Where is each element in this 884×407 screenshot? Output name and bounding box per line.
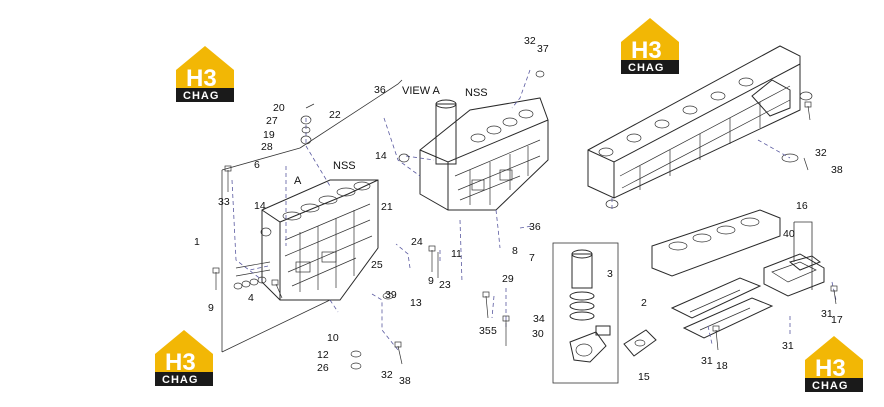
callout-31-a: 31 — [701, 355, 713, 367]
callout-9-mid: 9 — [428, 275, 434, 287]
brand-logo-bottom-left: H3 CHAG — [155, 330, 213, 386]
brand-logo-top-left: H3 CHAG — [176, 46, 234, 102]
logo-h3-text: H3 — [165, 349, 196, 376]
callout-33: 33 — [218, 196, 230, 208]
callout-39: 39 — [385, 289, 397, 301]
callout-31-b: 31 — [821, 308, 833, 320]
cylinder-head — [587, 45, 813, 209]
callout-28: 28 — [261, 141, 273, 153]
lower-block-and-gaskets — [651, 209, 825, 339]
callout-9-left: 9 — [208, 302, 214, 314]
callout-24: 24 — [411, 236, 423, 248]
callout-5: 5 — [491, 325, 497, 337]
brand-logo-top-right: H3 CHAG — [621, 18, 679, 74]
logo-h3-text: H3 — [186, 65, 217, 92]
callout-31-c: 31 — [782, 340, 794, 352]
cover-plate-15 — [623, 329, 657, 357]
logo-chag-text: CHAG — [812, 380, 848, 392]
callout-16: 16 — [796, 200, 808, 212]
callout-14-left: 14 — [254, 200, 266, 212]
callout-35: 35 — [479, 325, 491, 337]
logo-chag-text: CHAG — [628, 62, 664, 74]
callout-32-top: 32 — [524, 35, 536, 47]
callout-17: 17 — [831, 314, 843, 326]
callout-6: 6 — [254, 159, 260, 171]
callout-4: 4 — [248, 292, 254, 304]
cylinder-block-view-a — [419, 97, 549, 211]
brand-logo-bottom-right: H3 CHAG — [805, 336, 863, 392]
callout-12: 12 — [317, 349, 329, 361]
callout-8: 8 — [512, 245, 518, 257]
callout-14-mid: 14 — [375, 150, 387, 162]
callout-7: 7 — [529, 252, 535, 264]
nss-label-top: NSS — [465, 87, 488, 99]
callout-34: 34 — [533, 313, 545, 325]
callout-25: 25 — [371, 259, 383, 271]
callout-15: 15 — [638, 371, 650, 383]
bolts-and-screws — [212, 70, 838, 370]
callout-21: 21 — [381, 201, 393, 213]
callout-30: 30 — [532, 328, 544, 340]
nss-label-mid: NSS — [333, 160, 356, 172]
callout-13: 13 — [410, 297, 422, 309]
callout-11: 11 — [451, 248, 462, 260]
callout-32-bottom: 32 — [381, 369, 393, 381]
logo-h3-text: H3 — [631, 37, 662, 64]
logo-chag-text: CHAG — [162, 374, 198, 386]
callout-2: 2 — [641, 297, 647, 309]
callout-29: 29 — [502, 273, 514, 285]
callout-37: 37 — [537, 43, 549, 55]
cylinder-block — [233, 179, 379, 301]
callout-20: 20 — [273, 102, 285, 114]
callout-36-mid: 36 — [529, 221, 541, 233]
view-a-marker: A — [294, 175, 302, 187]
cylinder-liner-assembly — [569, 249, 611, 363]
callout-40: 40 — [783, 228, 795, 240]
callout-38-bottom: 38 — [399, 375, 411, 387]
frame-item-2 — [552, 242, 619, 384]
view-a-label: VIEW A — [402, 85, 441, 97]
callout-26: 26 — [317, 362, 329, 374]
logo-h3-text: H3 — [815, 355, 846, 382]
callout-38-right: 38 — [831, 164, 843, 176]
callout-18: 18 — [716, 360, 728, 372]
callout-10: 10 — [327, 332, 339, 344]
callout-22: 22 — [329, 109, 341, 121]
logo-chag-text: CHAG — [183, 90, 219, 102]
callout-1: 1 — [194, 236, 200, 248]
callout-23: 23 — [439, 279, 451, 291]
callout-36-top: 36 — [374, 84, 386, 96]
callout-27: 27 — [266, 115, 278, 127]
callout-3: 3 — [607, 268, 613, 280]
bracket-item-16 — [793, 221, 813, 290]
callout-19: 19 — [263, 129, 275, 141]
callout-32-right: 32 — [815, 147, 827, 159]
